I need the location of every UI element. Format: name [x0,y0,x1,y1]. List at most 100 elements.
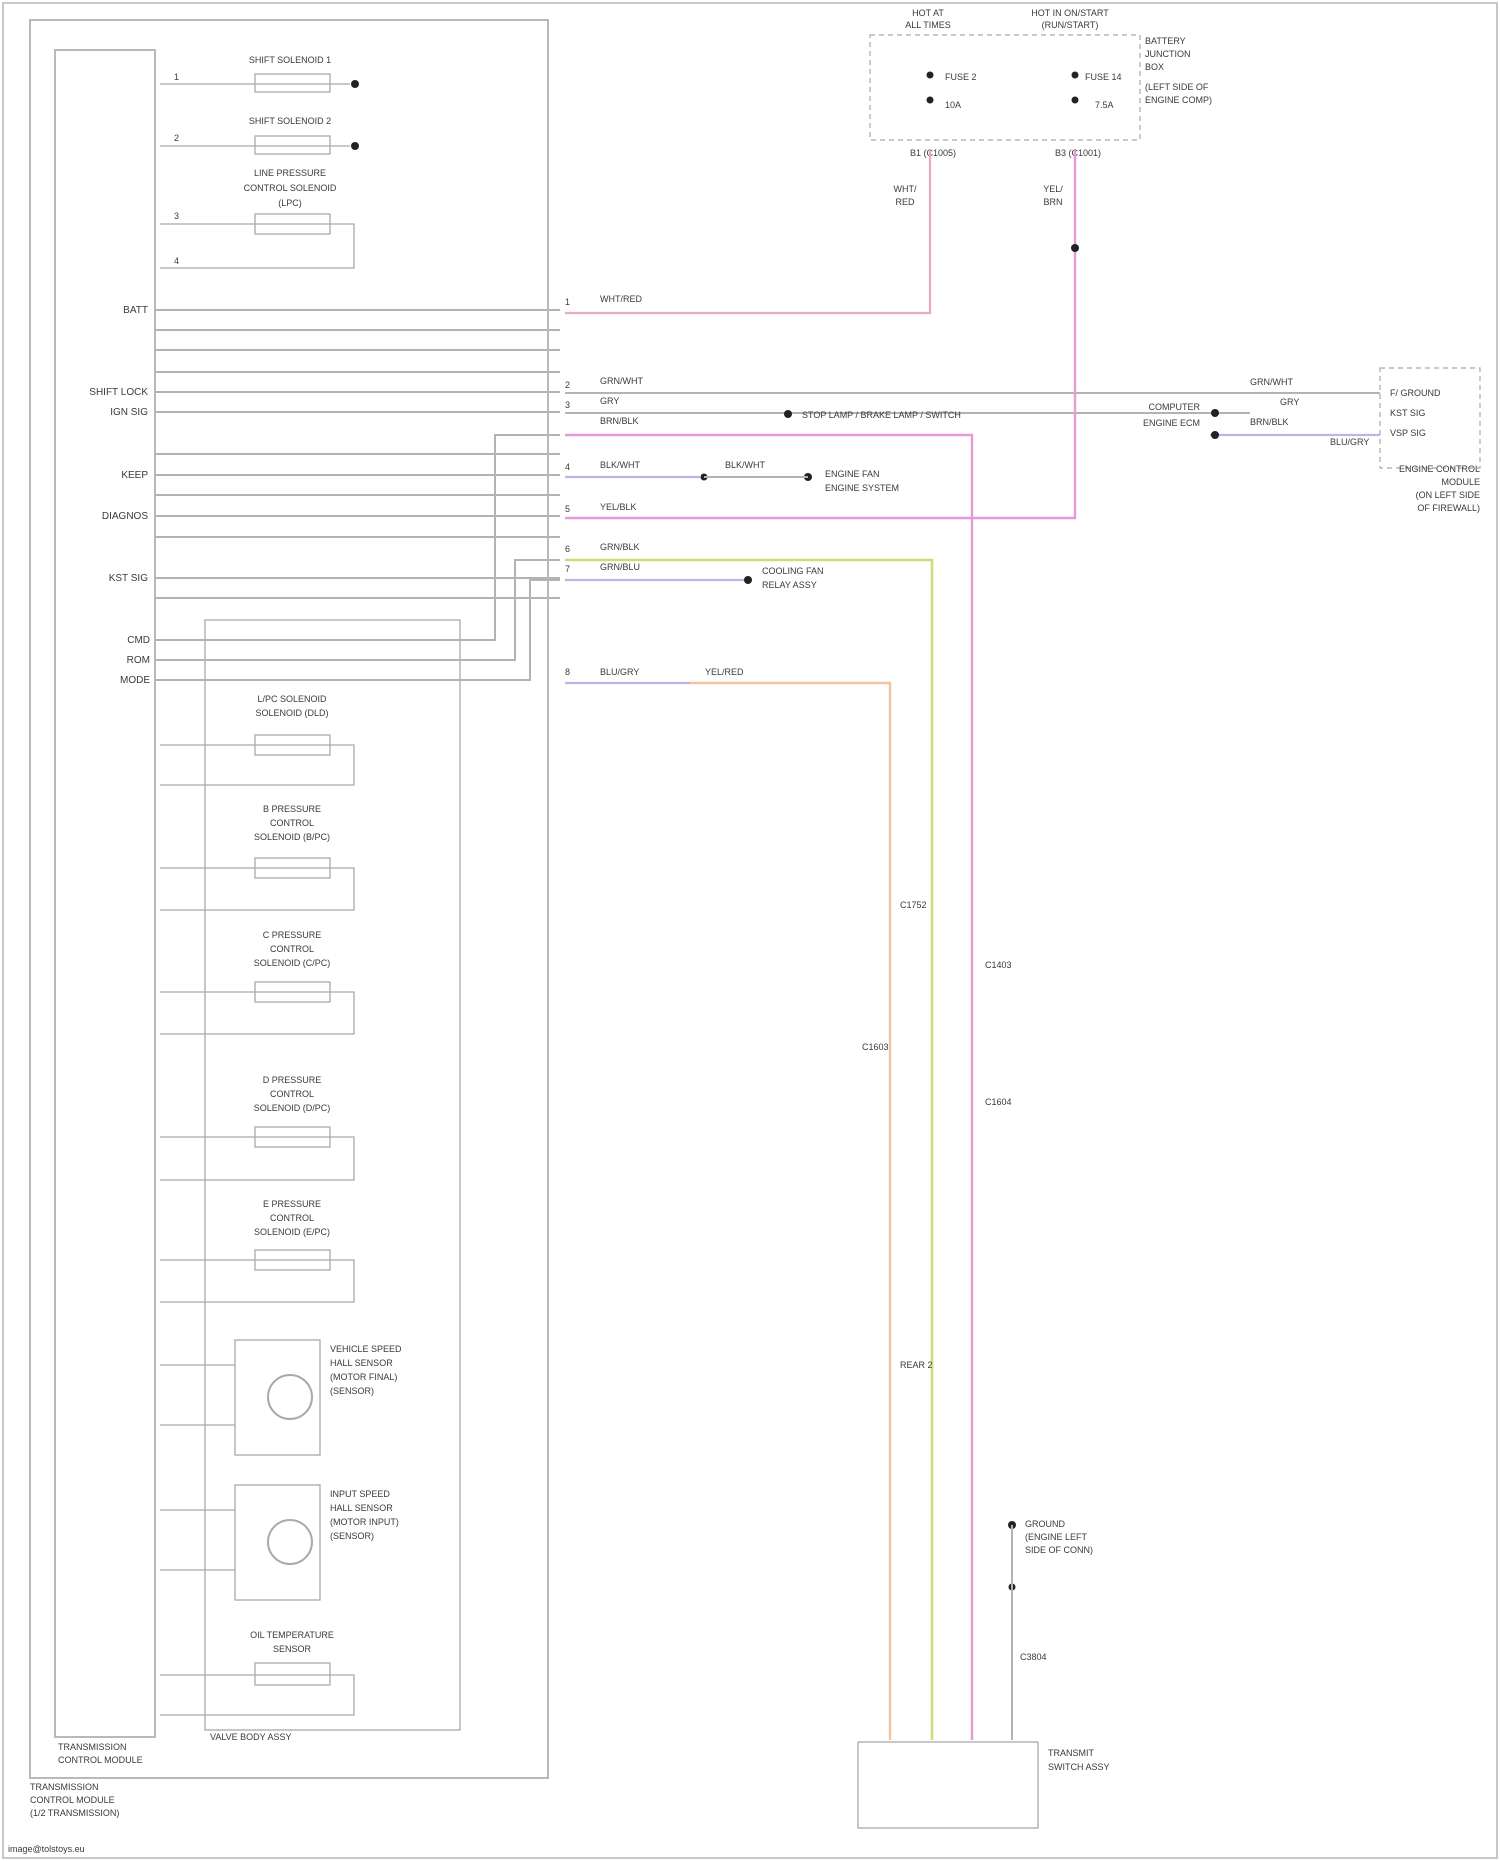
oil-temperature-sensor: OIL TEMPERATURE SENSOR [160,1630,354,1715]
battery-junction-box: HOT AT ALL TIMES HOT IN ON/START (RUN/ST… [870,8,1212,207]
junction-box-title-3: BOX [1145,62,1164,72]
ref-engine-sys: ENGINE SYSTEM [825,483,899,493]
vss2-label-4: (SENSOR) [330,1531,374,1541]
lpc-label-1: LINE PRESSURE [254,168,326,178]
fuse-a-value: 10A [945,100,961,110]
input-speed-sensor: INPUT SPEED HALL SENSOR (MOTOR INPUT) (S… [160,1485,399,1600]
valve-body-box [205,620,460,1730]
e-label-2: CONTROL [270,1213,314,1223]
junction-box-title-5: ENGINE COMP) [1145,95,1212,105]
vss2-label-2: HALL SENSOR [330,1503,393,1513]
conn-c3: C1604 [985,1097,1012,1107]
fuse-wire-a-1: WHT/ [894,184,917,194]
ecm-title-2: MODULE [1441,477,1480,487]
wire-label-pcm-1: GRN/WHT [1250,377,1293,387]
fuse-hot-run-label: HOT IN ON/START [1031,8,1109,18]
svg-text:4: 4 [174,256,179,266]
ref-cooling-fan-1: COOLING FAN [762,566,824,576]
vss1-label-3: (MOTOR FINAL) [330,1372,397,1382]
tcm-outer-label-1: TRANSMISSION [30,1782,99,1792]
wire-label-9: BLU/GRY [600,667,639,677]
wire-label-pcm-4: BLU/GRY [1330,437,1369,447]
pin-ign-sig-label: IGN SIG [110,407,148,418]
ecm-pin-1: F/ GROUND [1390,388,1441,398]
d-label-2: CONTROL [270,1089,314,1099]
transmit-switch-assy: TRANSMIT SWITCH ASSY [858,1742,1110,1828]
pin-mode-label: MODE [120,675,150,686]
temp-label-2: SENSOR [273,1644,312,1654]
svg-text:8: 8 [565,667,570,677]
fuse-conn-b: B3 (C1001) [1055,148,1101,158]
fuse-b-label: FUSE 14 [1085,72,1122,82]
wire-orange-down [690,683,890,1740]
lpdr-solenoid: L/PC SOLENOID SOLENOID (DLD) [160,694,354,785]
vss1-label-2: HALL SENSOR [330,1358,393,1368]
tcm-inner-label-1: TRANSMISSION [58,1742,127,1752]
e-label-1: E PRESSURE [263,1199,321,1209]
b-label-2: CONTROL [270,818,314,828]
tcm-bus-lines [155,310,560,680]
b-label-3: SOLENOID (B/PC) [254,832,330,842]
tcm-outer-box [30,20,548,1778]
c-pressure-solenoid: C PRESSURE CONTROL SOLENOID (C/PC) [160,930,354,1034]
svg-text:4: 4 [565,462,570,472]
shift-solenoid-2: SHIFT SOLENOID 2 2 [160,116,359,154]
lpdr-label-1: L/PC SOLENOID [257,694,327,704]
fuse-b-value: 7.5A [1095,100,1114,110]
wire-green-down [565,560,932,1740]
wire-label-10: YEL/RED [705,667,744,677]
eccs-2: ENGINE ECM [1143,418,1200,428]
ground-label-3: SIDE OF CONN) [1025,1545,1093,1555]
page-frame [3,3,1497,1858]
ground-label-1: GROUND [1025,1519,1065,1529]
c-label-3: SOLENOID (C/PC) [254,958,331,968]
conn-c5: C3804 [1020,1652,1047,1662]
junction-box-title-1: BATTERY [1145,36,1186,46]
svg-text:1: 1 [174,72,179,82]
vss2-label-1: INPUT SPEED [330,1489,390,1499]
wire-label-8: GRN/BLU [600,562,640,572]
vss2-label-3: (MOTOR INPUT) [330,1517,399,1527]
wire-label-1: WHT/RED [600,294,642,304]
d-pressure-solenoid: D PRESSURE CONTROL SOLENOID (D/PC) [160,1075,354,1180]
fuse-wire-b-1: YEL/ [1043,184,1063,194]
d-label-3: SOLENOID (D/PC) [254,1103,331,1113]
wire-label-5: BLK/WHT [600,460,641,470]
d-label-1: D PRESSURE [263,1075,322,1085]
fuse-hot-at-label: HOT AT [912,8,944,18]
c-label-1: C PRESSURE [263,930,322,940]
conn-c1: C1752 [900,900,927,910]
e-label-3: SOLENOID (E/PC) [254,1227,330,1237]
pin-shift-lock-label: SHIFT LOCK [89,387,148,398]
lpc-label-2: CONTROL SOLENOID [244,183,337,193]
wire-label-4: BRN/BLK [600,416,639,426]
tcm-inner-box [55,50,155,1737]
fuse-wire-a-2: RED [895,197,915,207]
ref-cooling-fan-2: RELAY ASSY [762,580,817,590]
tcm-outer-label-2: CONTROL MODULE [30,1795,115,1805]
eccs-1: COMPUTER [1149,402,1201,412]
wire-label-3: GRY [600,396,619,406]
pin-batt-label: BATT [123,305,148,316]
wire-batt-pink [565,150,930,313]
c-label-2: CONTROL [270,944,314,954]
svg-text:3: 3 [565,400,570,410]
svg-text:5: 5 [565,504,570,514]
shift-solenoid-1-label: SHIFT SOLENOID 1 [249,55,331,65]
valve-body-label: VALVE BODY ASSY [210,1732,292,1742]
fuse-wire-b-2: BRN [1043,197,1062,207]
lpc-label-3: (LPC) [278,198,302,208]
ref-engine-fan: ENGINE FAN [825,469,880,479]
conn-c2: C1403 [985,960,1012,970]
e-pressure-solenoid: E PRESSURE CONTROL SOLENOID (E/PC) [160,1199,354,1302]
fuse-run-start-label: (RUN/START) [1042,20,1099,30]
tcm-outer-label-3: (1/2 TRANSMISSION) [30,1808,119,1818]
ref-stop-lamp: STOP LAMP / BRAKE LAMP / SWITCH [802,410,961,420]
ecm-title-4: OF FIREWALL) [1417,503,1480,513]
shift-solenoid-1: SHIFT SOLENOID 1 1 [160,55,359,92]
fuse-conn-a: B1 (C1005) [910,148,956,158]
engine-control-module: F/ GROUND KST SIG VSP SIG ENGINE CONTROL… [1143,368,1480,513]
pin-rom-label: ROM [127,655,150,666]
wire-label-pcm-3: BRN/BLK [1250,417,1289,427]
